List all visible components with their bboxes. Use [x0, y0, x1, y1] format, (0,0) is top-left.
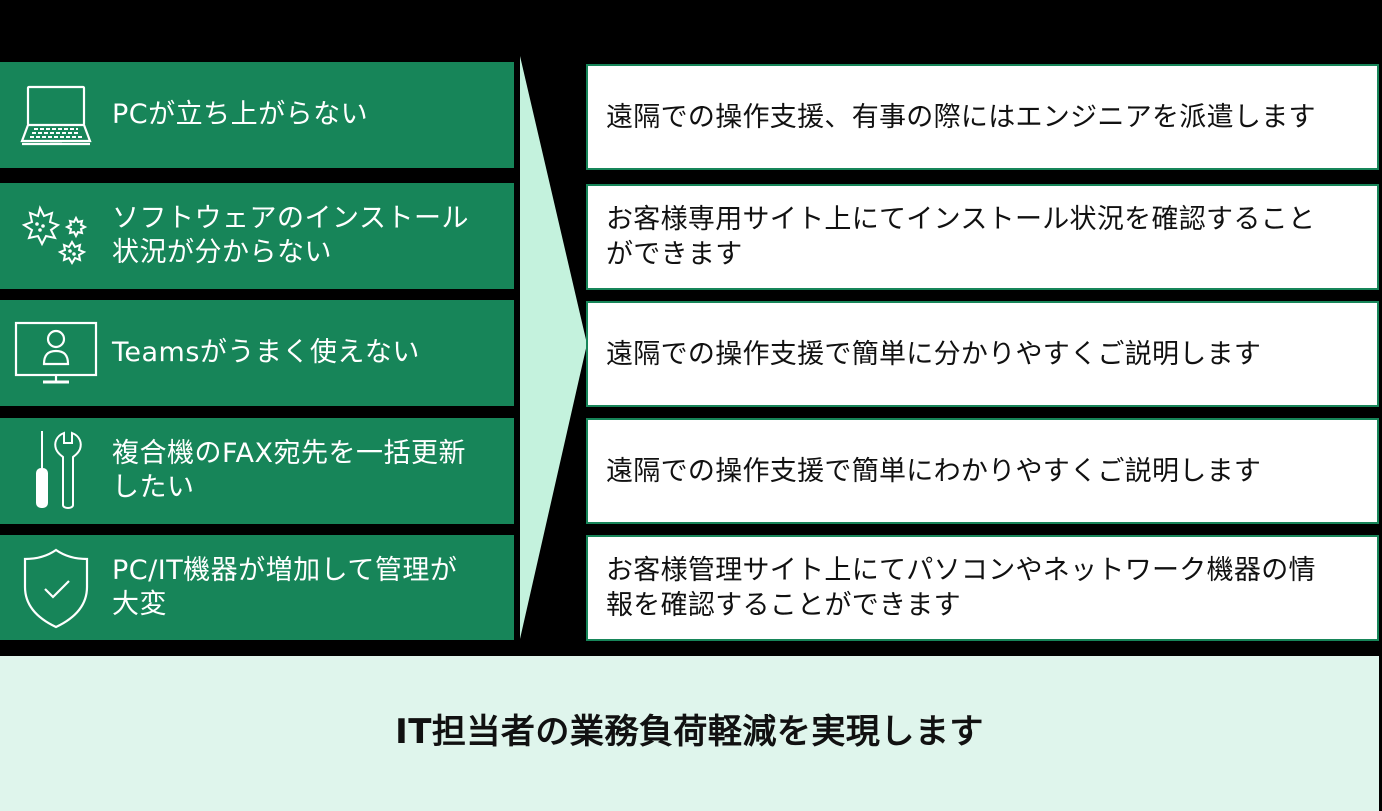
problem-box-fax: 複合機のFAX宛先を一括更新 したい — [0, 418, 514, 524]
problem-box-device-management: PC/IT機器が増加して管理が 大変 — [0, 535, 514, 640]
problem-label: 複合機のFAX宛先を一括更新 したい — [112, 438, 467, 503]
problem-label: PCが立ち上がらない — [112, 99, 369, 130]
monitor-user-icon — [0, 300, 112, 406]
tools-icon — [0, 418, 112, 524]
solution-box-3: 遠隔での操作支援で簡単に分かりやすくご説明します — [586, 301, 1379, 407]
solution-box-1: 遠隔での操作支援、有事の際にはエンジニアを派遣します — [586, 64, 1379, 170]
solution-box-5: お客様管理サイト上にてパソコンやネットワーク機器の情 報を確認することができます — [586, 535, 1379, 641]
gears-icon — [0, 183, 112, 289]
summary-title: IT担当者の業務負荷軽減を実現します — [395, 712, 984, 752]
problem-box-pc-boot: PCが立ち上がらない — [0, 62, 514, 168]
solution-text: お客様管理サイト上にてパソコンやネットワーク機器の情 報を確認することができます — [606, 555, 1316, 621]
problem-label: PC/IT機器が増加して管理が 大変 — [112, 554, 458, 620]
laptop-icon — [0, 62, 112, 168]
summary-banner: IT担当者の業務負荷軽減を実現します — [0, 656, 1379, 811]
solution-text: お客様専用サイト上にてインストール状況を確認すること ができます — [606, 204, 1316, 270]
solution-text: 遠隔での操作支援で簡単にわかりやすくご説明します — [606, 455, 1262, 487]
solution-box-2: お客様専用サイト上にてインストール状況を確認すること ができます — [586, 184, 1379, 290]
solution-box-4: 遠隔での操作支援で簡単にわかりやすくご説明します — [586, 418, 1379, 524]
shield-check-icon — [0, 535, 112, 640]
solution-text: 遠隔での操作支援、有事の際にはエンジニアを派遣します — [606, 101, 1316, 133]
problem-box-software-install: ソフトウェアのインストール 状況が分からない — [0, 183, 514, 289]
problem-label: ソフトウェアのインストール 状況が分からない — [112, 203, 469, 268]
problem-box-teams: Teamsがうまく使えない — [0, 300, 514, 406]
solution-text: 遠隔での操作支援で簡単に分かりやすくご説明します — [606, 338, 1262, 370]
arrow-chevron-icon — [520, 56, 587, 639]
problem-label: Teamsがうまく使えない — [112, 337, 420, 368]
